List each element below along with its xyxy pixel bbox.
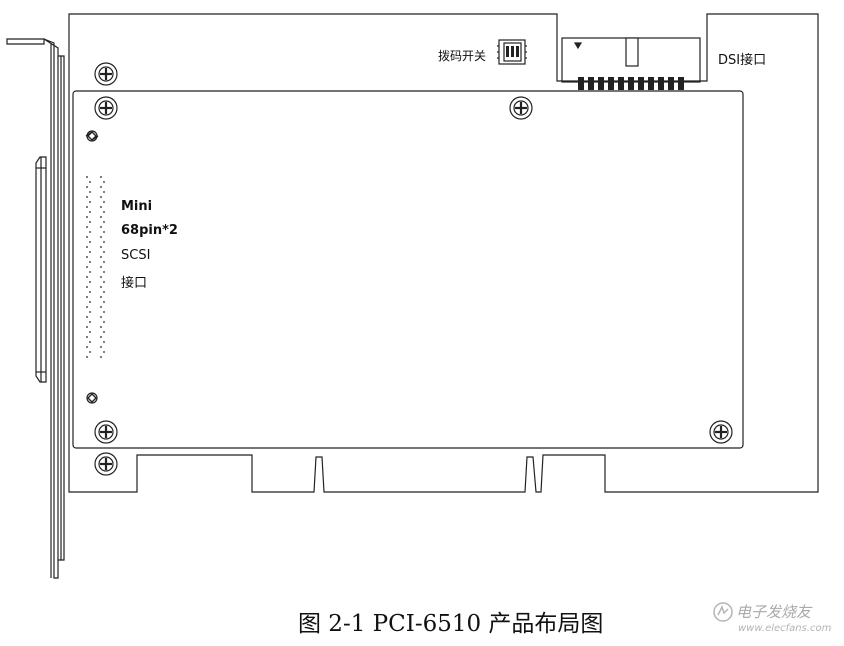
figure-caption: 图 2-1 PCI-6510 产品布局图	[298, 611, 604, 637]
standoff-icon	[85, 130, 99, 404]
screw-hole-icon	[94, 420, 118, 444]
connector-label-line1: Mini	[121, 199, 153, 214]
dsi-port-label: DSI接口	[718, 53, 767, 68]
sub-board	[72, 90, 744, 449]
screw-hole-icon	[509, 96, 533, 120]
screw-hole-icon	[94, 96, 118, 120]
screw-hole-icon	[709, 420, 733, 444]
screw-hole-icon	[94, 452, 118, 476]
dsi-connector	[561, 37, 701, 90]
watermark-text: 电子发烧友	[736, 603, 812, 621]
screw-holes	[94, 62, 733, 476]
pcb-outline	[68, 13, 819, 493]
mounting-bracket	[6, 38, 65, 579]
connector-label-line2: 68pin*2	[121, 223, 178, 238]
dip-switch-label: 拨码开关	[438, 49, 487, 63]
connector-label-line4: 接口	[121, 276, 148, 291]
connector-label-line3: SCSI	[121, 248, 151, 263]
bracket-connector-icon	[35, 156, 47, 383]
watermark-url: www.elecfans.com	[738, 623, 832, 634]
screw-hole-icon	[94, 62, 118, 86]
watermark-logo-icon	[713, 602, 733, 622]
dip-switch-icon	[497, 39, 527, 65]
scsi-pin-field	[86, 176, 105, 358]
